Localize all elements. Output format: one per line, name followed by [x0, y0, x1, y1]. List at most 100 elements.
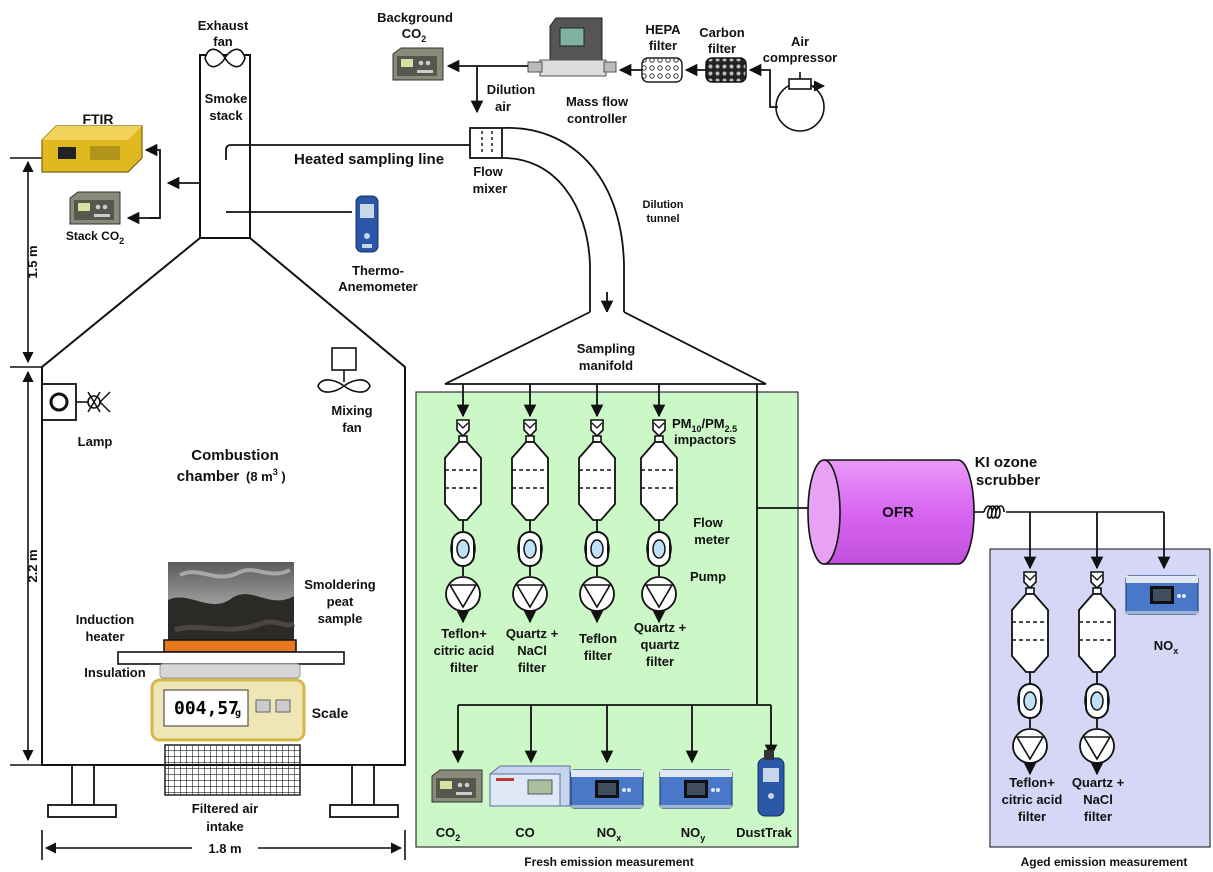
- hepa-filter-label-2: filter: [649, 38, 677, 53]
- sampling-manifold-label-2: manifold: [579, 358, 633, 373]
- hepa-filter-label-1: HEPA: [645, 22, 681, 37]
- filtered-air-intake-grid: [164, 744, 301, 796]
- lamp-icon: [41, 383, 111, 421]
- smoke-stack-label-2: stack: [209, 108, 243, 123]
- gas-analyzer-manifold: [451, 704, 778, 764]
- fresh-train-feeds: [456, 384, 832, 705]
- combustion-chamber-label-1: Combustion: [191, 447, 279, 464]
- dilution-tunnel-label-1: Dilution: [643, 199, 684, 211]
- combustion-chamber-label-2: chamber: [177, 468, 240, 485]
- air-compressor-label-1: Air: [791, 34, 809, 49]
- aged-pump-outlets: [1023, 762, 1104, 776]
- dilution-air-label-1: Dilution: [487, 82, 535, 97]
- induction-heater: [163, 639, 297, 653]
- air-compressor-icon: [775, 72, 826, 132]
- instrument-label-dusttrak: DustTrak: [736, 825, 792, 840]
- background-co2-icon: [392, 47, 444, 81]
- flow-mixer-icon: [469, 127, 503, 159]
- instrument-label-noy: NOy: [681, 825, 706, 843]
- dilution-tunnel: [501, 127, 625, 314]
- smoldering-peat-label-1: Smoldering: [304, 577, 376, 592]
- co2-analyzer-icon: [431, 769, 483, 803]
- height-upper-label: 1.5 m: [25, 245, 40, 278]
- nox-analyzer-icon: [570, 769, 644, 809]
- smoldering-peat-label-3: sample: [318, 611, 363, 626]
- pump-outlets: [456, 610, 666, 624]
- filtered-air-label-1: Filtered air: [192, 801, 258, 816]
- carbon-filter-label-1: Carbon: [699, 25, 745, 40]
- air-compressor-label-2: compressor: [763, 50, 837, 65]
- thermo-anemometer-label-2: Anemometer: [338, 279, 417, 294]
- sampling-manifold-label-1: Sampling: [577, 341, 636, 356]
- smoke-stack: [199, 54, 251, 239]
- flow-mixer-label-2: mixer: [473, 181, 508, 196]
- mixing-fan-label-2: fan: [342, 420, 362, 435]
- ftir-label: FTIR: [82, 111, 113, 127]
- aged-emission-caption: Aged emission measurement: [1021, 855, 1188, 869]
- induction-heater-label-1: Induction: [76, 612, 135, 627]
- smoldering-peat-label-2: peat: [327, 594, 354, 609]
- width-label: 1.8 m: [208, 841, 241, 856]
- noy-analyzer-icon: [659, 769, 733, 809]
- flow-meter-label-1: Flow: [693, 515, 723, 530]
- dilution-tunnel-label-2: tunnel: [647, 213, 680, 225]
- fresh-emission-caption: Fresh emission measurement: [524, 855, 693, 869]
- exhaust-fan-icon: [204, 48, 246, 68]
- heated-sampling-line-label: Heated sampling line: [294, 151, 444, 168]
- dusttrak-icon: [757, 750, 785, 817]
- induction-heater-label-2: heater: [85, 629, 124, 644]
- mixing-fan-icon: [317, 347, 371, 393]
- sampling-manifold: [444, 311, 767, 385]
- scale-reading: 004,57: [174, 698, 239, 719]
- instrument-label-nox: NOx: [597, 825, 622, 843]
- ftir-co2-branch-line: [144, 143, 161, 219]
- flow-mixer-label-1: Flow: [473, 164, 503, 179]
- carbon-filter-icon: [705, 57, 747, 83]
- filtered-air-label-2: intake: [206, 819, 244, 834]
- fresh-instrument-labels: CO2 CO NOx NOy DustTrak: [436, 825, 793, 843]
- peat-sample-image: [168, 562, 296, 642]
- background-co2-label-2: CO2: [402, 26, 427, 44]
- ki-ozone-label-1: KI ozone: [975, 454, 1038, 471]
- scale-unit: g: [235, 708, 241, 719]
- impactors-label: PM10/PM2.5: [672, 416, 737, 434]
- hepa-filter-icon: [641, 57, 683, 83]
- pump-label: Pump: [690, 569, 726, 584]
- thermo-anemometer-icon: [355, 195, 379, 253]
- heated-sampling-line: [225, 144, 470, 160]
- insulation-plate: [117, 651, 345, 665]
- impactors-label-2: impactors: [674, 432, 736, 447]
- lamp-label: Lamp: [78, 434, 113, 449]
- co-analyzer-icon: [489, 765, 571, 807]
- instrument-label-co2: CO2: [436, 825, 461, 843]
- insulation-label: Insulation: [84, 665, 145, 680]
- height-lower-label: 2.2 m: [25, 549, 40, 582]
- dilution-air-label-2: air: [495, 99, 511, 114]
- ki-scrubber-coil-icon: [974, 505, 1164, 519]
- smoke-stack-label-1: Smoke: [205, 91, 248, 106]
- aged-nox-analyzer-icon: [1125, 575, 1199, 615]
- chamber-volume-label: (8 m3 ): [246, 467, 286, 484]
- ofr-label: OFR: [882, 504, 914, 521]
- carbon-filter-label-2: filter: [708, 41, 736, 56]
- dimension-lines: [10, 157, 406, 860]
- flow-meter-label-2: meter: [694, 532, 729, 547]
- mixing-fan-label-1: Mixing: [331, 403, 372, 418]
- instrument-label-co: CO: [515, 825, 535, 840]
- ftir-icon: [41, 125, 143, 173]
- background-co2-label: Background: [377, 10, 453, 25]
- ofr-icon: [807, 459, 975, 565]
- aged-nox-label: NOx: [1154, 638, 1179, 656]
- compressor-to-carbon-line: [748, 63, 778, 108]
- stack-co2-icon: [69, 191, 121, 225]
- stack-co2-label: Stack CO2: [66, 229, 124, 246]
